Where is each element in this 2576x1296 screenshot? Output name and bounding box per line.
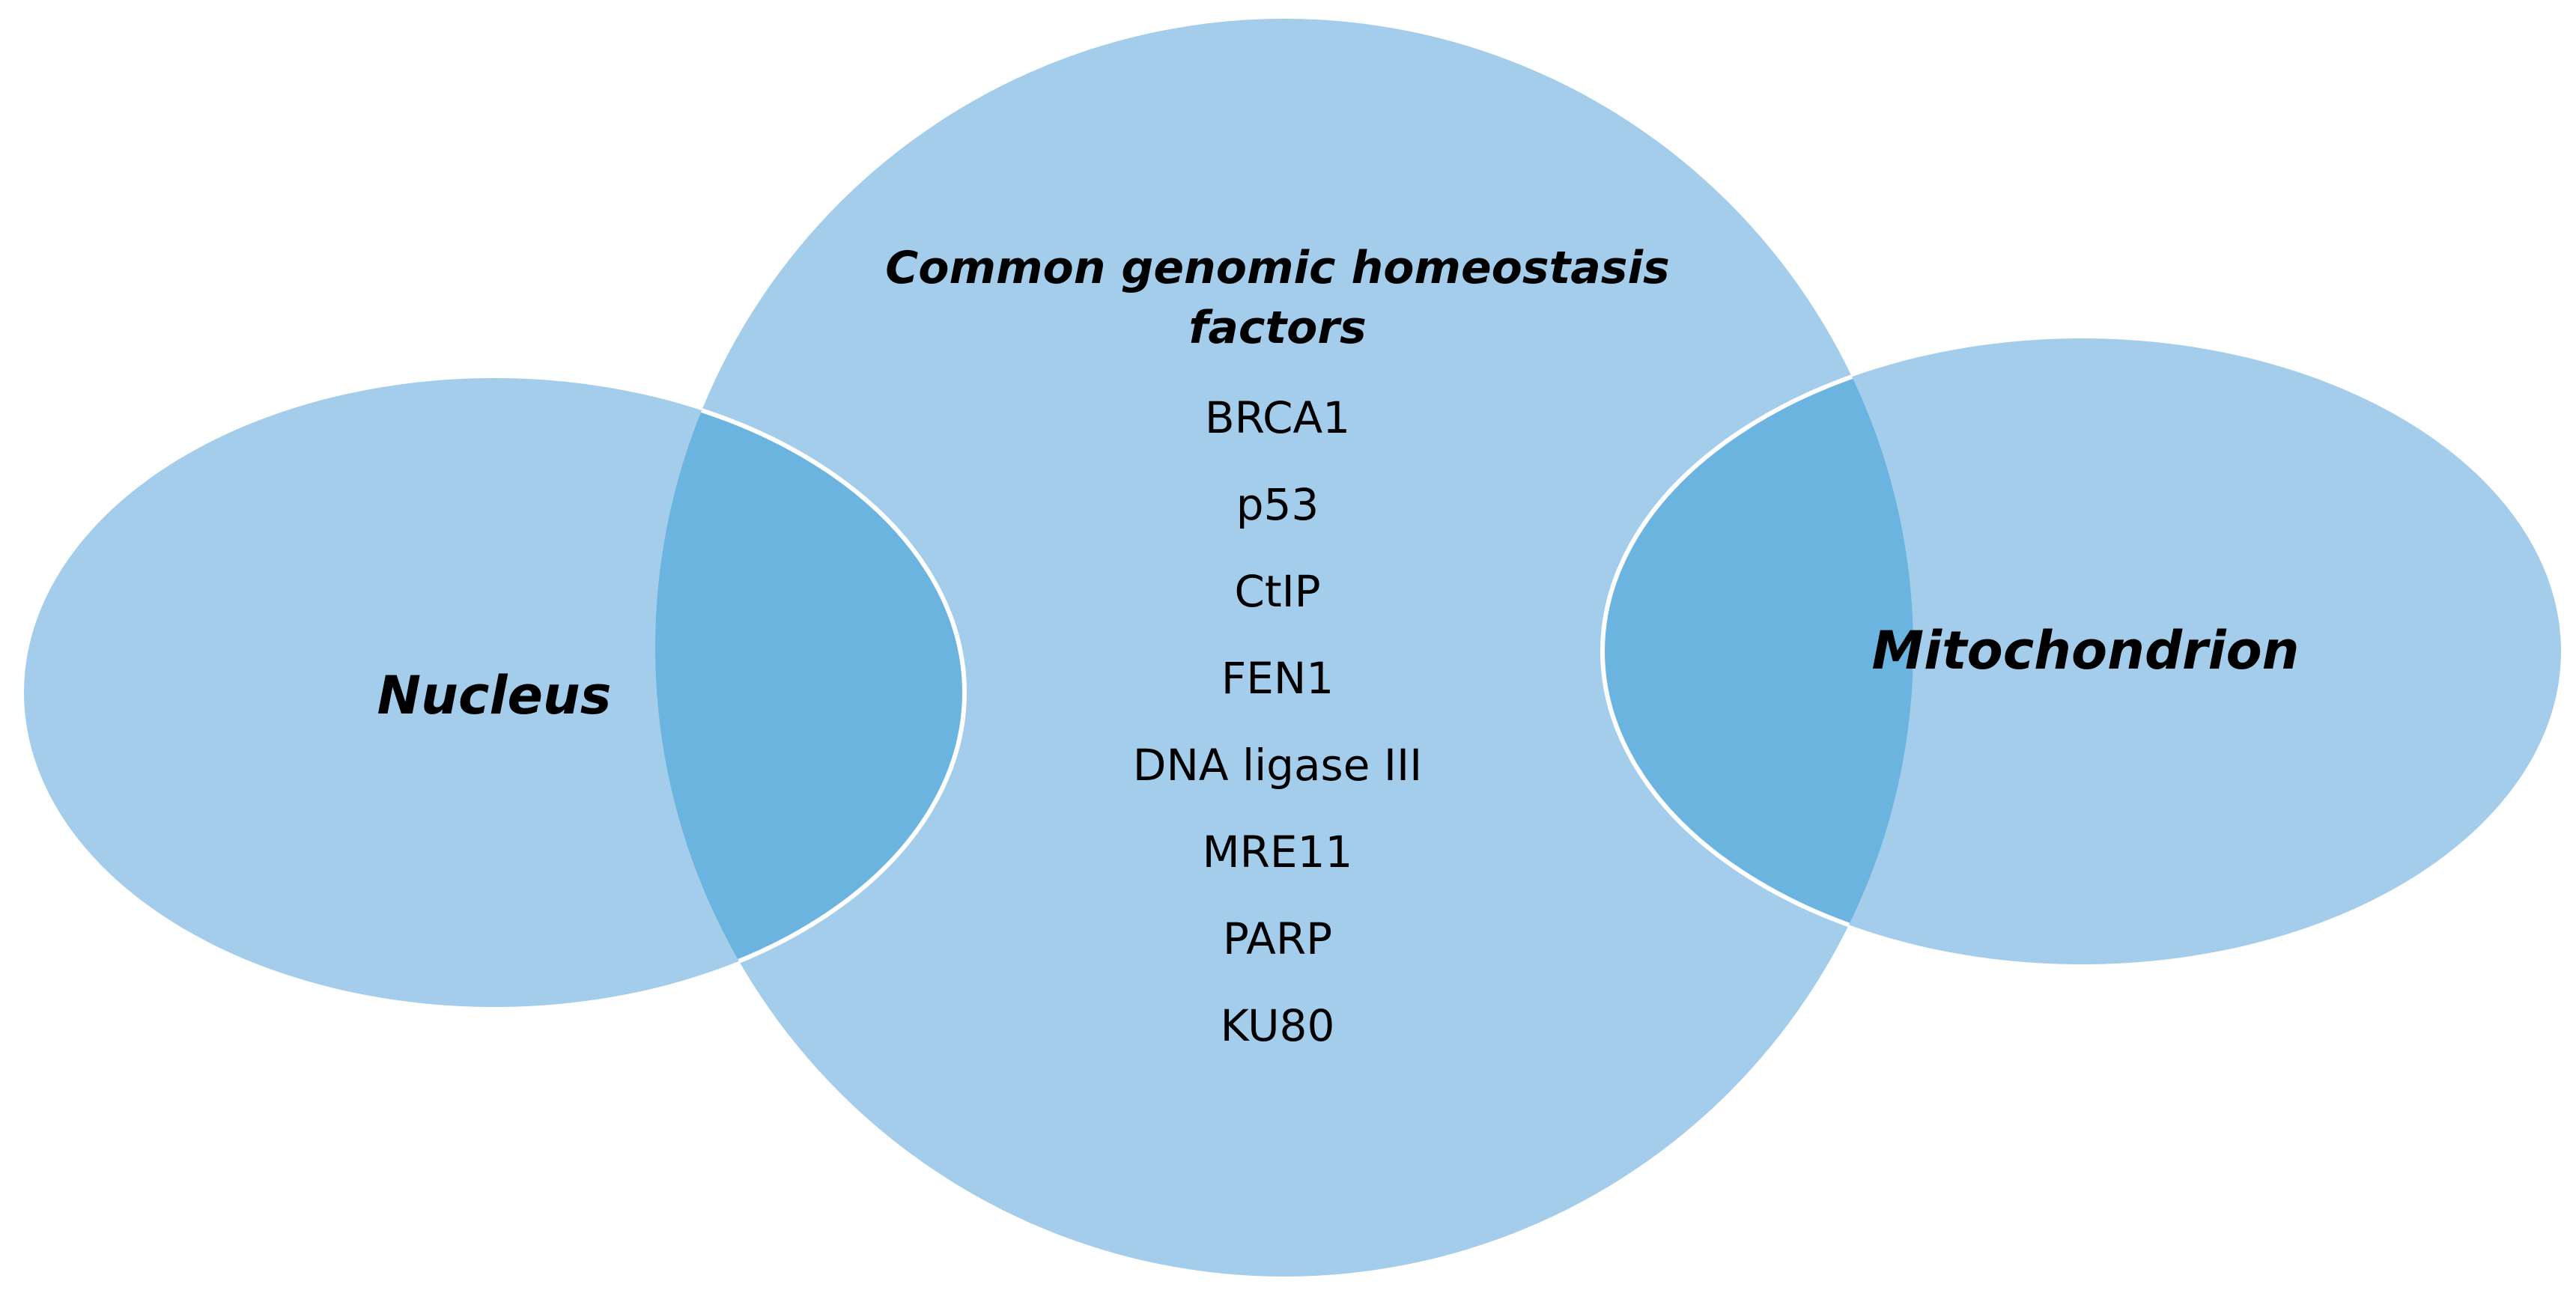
- common-factors-circle: [655, 19, 1913, 1277]
- center-title-line-1: Common genomic homeostasis: [885, 242, 1669, 294]
- nucleus-outline: [655, 376, 967, 1009]
- nucleus-label: Nucleus: [377, 665, 612, 726]
- mitochondrion-label: Mitochondrion: [1871, 620, 2299, 681]
- factor-item: MRE11: [1203, 827, 1353, 877]
- factor-item: FEN1: [1221, 653, 1334, 704]
- mitochondrion-outline: [1600, 336, 1913, 967]
- factor-item: p53: [1236, 479, 1319, 530]
- factor-item: DNA ligase III: [1133, 740, 1422, 791]
- center-title-line-2: factors: [1188, 302, 1366, 354]
- factor-item: PARP: [1223, 913, 1332, 964]
- mitochondrion-overlap-region: [1603, 338, 1913, 964]
- factor-item: KU80: [1221, 1000, 1335, 1051]
- nucleus-overlap-region: [655, 378, 965, 1007]
- factor-item: BRCA1: [1205, 392, 1350, 443]
- factor-item: CtIP: [1234, 566, 1320, 617]
